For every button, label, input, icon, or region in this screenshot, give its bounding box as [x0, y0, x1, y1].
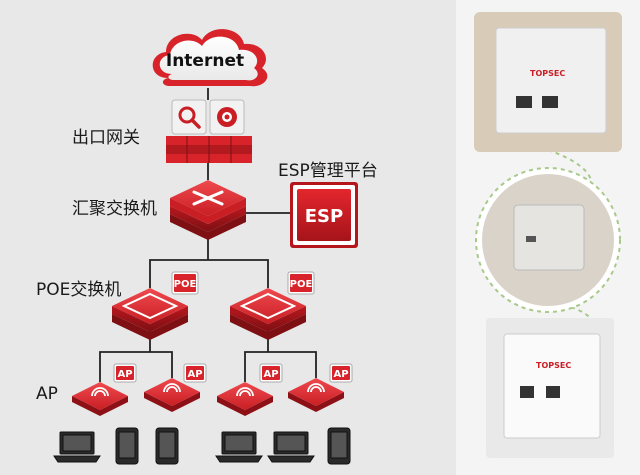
ap-photo-top: TOPSEC	[474, 12, 622, 152]
photos-canvas: TOPSEC TOPSEC	[474, 12, 622, 458]
ap-photo-middle	[475, 167, 621, 313]
ap-badge-2: AP	[187, 369, 202, 380]
ethernet-port-icon	[546, 386, 560, 398]
tablet-icon	[327, 427, 351, 465]
internet-cloud: Internet	[152, 29, 268, 87]
brand-logo-top: TOPSEC	[530, 69, 565, 78]
ethernet-port-icon	[542, 96, 558, 108]
internet-label: Internet	[166, 51, 244, 71]
magnifier-icon	[178, 106, 201, 129]
tablet-icon	[155, 427, 179, 465]
ap-product-photos: TOPSEC TOPSEC	[456, 0, 640, 475]
tablet-icon	[115, 427, 139, 465]
ap-label: AP	[36, 384, 58, 404]
link-bus-poe	[149, 259, 269, 288]
network-topology-diagram: Internet	[0, 0, 456, 475]
laptop-icon	[53, 431, 101, 463]
topology-canvas: Internet	[53, 29, 358, 465]
wifi-icon	[236, 387, 254, 397]
wifi-icon	[163, 383, 181, 393]
ap-device-1: AP	[72, 363, 137, 416]
aggregation-switch	[170, 180, 246, 240]
link-poe-right-aps	[244, 351, 317, 382]
brand-logo-bottom: TOPSEC	[536, 361, 571, 370]
gateway-device	[166, 99, 252, 163]
ap-badge-1: AP	[117, 369, 132, 380]
ap-badge-3: AP	[263, 369, 278, 380]
ap-badge-4: AP	[333, 369, 348, 380]
ap-device-2: AP	[144, 363, 207, 412]
ap-device-3: AP	[217, 363, 283, 416]
esp-platform-label: ESP管理平台	[278, 161, 378, 181]
bug-shield-icon	[217, 107, 237, 127]
esp-badge-text: ESP	[305, 206, 343, 227]
ethernet-port-icon	[520, 386, 534, 398]
poe-switch-label: POE交换机	[36, 280, 122, 300]
poe-badge-left: POE	[174, 279, 197, 290]
client-devices	[53, 427, 351, 465]
wifi-icon	[91, 387, 109, 397]
link-poe-left-aps	[99, 351, 173, 382]
ethernet-port-icon	[526, 236, 536, 242]
ap-device-4: AP	[288, 363, 353, 412]
ethernet-port-icon	[516, 96, 532, 108]
laptop-icon	[267, 431, 315, 463]
poe-switch-right: POE	[230, 271, 315, 340]
aggregation-label: 汇聚交换机	[72, 199, 157, 219]
poe-switch-left: POE	[112, 271, 199, 340]
switch-arrows-icon	[192, 190, 224, 206]
esp-platform-device: ESP	[290, 182, 358, 248]
gateway-label: 出口网关	[72, 128, 140, 148]
ap-photo-bottom: TOPSEC	[486, 318, 614, 458]
poe-badge-right: POE	[290, 279, 313, 290]
wifi-icon	[307, 383, 325, 393]
laptop-icon	[215, 431, 263, 463]
